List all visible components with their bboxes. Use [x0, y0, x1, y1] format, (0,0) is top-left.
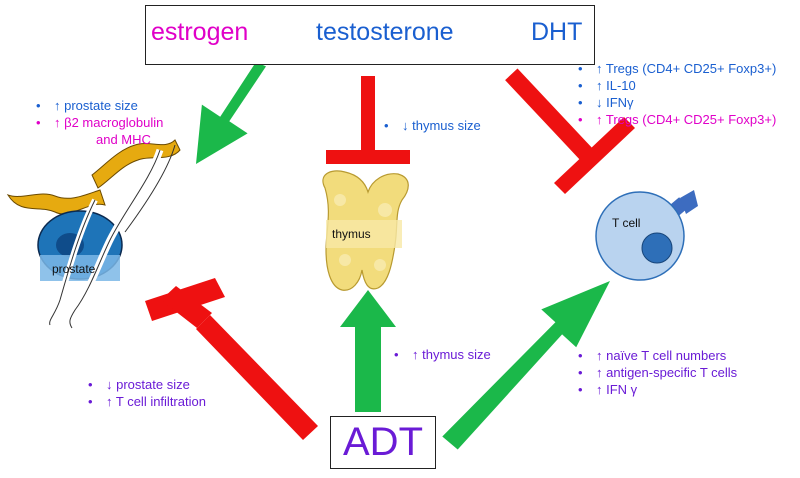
thymus-adt-effects: ↑ thymus size [394, 346, 491, 363]
tcell-effect-item: ↓ IFNγ [578, 94, 776, 111]
androgen-to-prostate-arrow [196, 62, 266, 164]
prostate-adt-effects: ↓ prostate size ↑ T cell infiltration [88, 376, 206, 410]
prostate-adt-effect-item: ↑ T cell infiltration [88, 393, 206, 410]
adt-to-thymus-arrow [340, 290, 396, 412]
prostate-illustration [6, 139, 181, 330]
thymus-effect-item: ↓ thymus size [384, 117, 481, 134]
tcell-androgen-effects: ↑ Tregs (CD4+ CD25+ Foxp3+) ↑ IL-10 ↓ IF… [578, 60, 776, 128]
tcell-effect-item: ↑ Tregs (CD4+ CD25+ Foxp3+) [578, 60, 776, 77]
thymus-label: thymus [332, 227, 371, 241]
prostate-effect-item: ↑ β2 macroglobulin [36, 114, 163, 131]
tcell-adt-effect-item: ↑ naïve T cell numbers [578, 347, 737, 364]
estrogen-label: estrogen [151, 18, 249, 46]
tcell-effect-item: ↑ Tregs (CD4+ CD25+ Foxp3+) [578, 111, 776, 128]
tcell-illustration [595, 190, 698, 281]
prostate-effect-item: ↑ prostate size [36, 97, 163, 114]
thymus-androgen-effects: ↓ thymus size [384, 117, 481, 134]
tcell-adt-effect-item: ↑ antigen-specific T cells [578, 364, 737, 381]
prostate-adt-effect-item: ↓ prostate size [88, 376, 206, 393]
tcell-adt-effect-item: ↑ IFN γ [578, 381, 737, 398]
hormone-box [145, 5, 595, 65]
prostate-label: prostate [52, 262, 96, 276]
adt-label: ADT [330, 416, 436, 469]
thymus-adt-effect-item: ↑ thymus size [394, 346, 491, 363]
adt-prostate-inhibitor [145, 278, 318, 440]
androgen-thymus-inhibitor [326, 76, 410, 164]
testosterone-label: testosterone [316, 18, 454, 46]
tcell-adt-effects: ↑ naïve T cell numbers ↑ antigen-specifi… [578, 347, 737, 398]
thymus-illustration [322, 170, 409, 291]
tcell-effect-item: ↑ IL-10 [578, 77, 776, 94]
androgen-tcell-inhibitor [505, 68, 635, 194]
tcell-label: T cell [612, 216, 641, 230]
adt-to-tcell-arrow [442, 281, 610, 450]
dht-label: DHT [531, 18, 583, 46]
prostate-effect-item-continued: and MHC [96, 132, 151, 147]
prostate-androgen-effects: ↑ prostate size ↑ β2 macroglobulin and M… [36, 97, 163, 148]
